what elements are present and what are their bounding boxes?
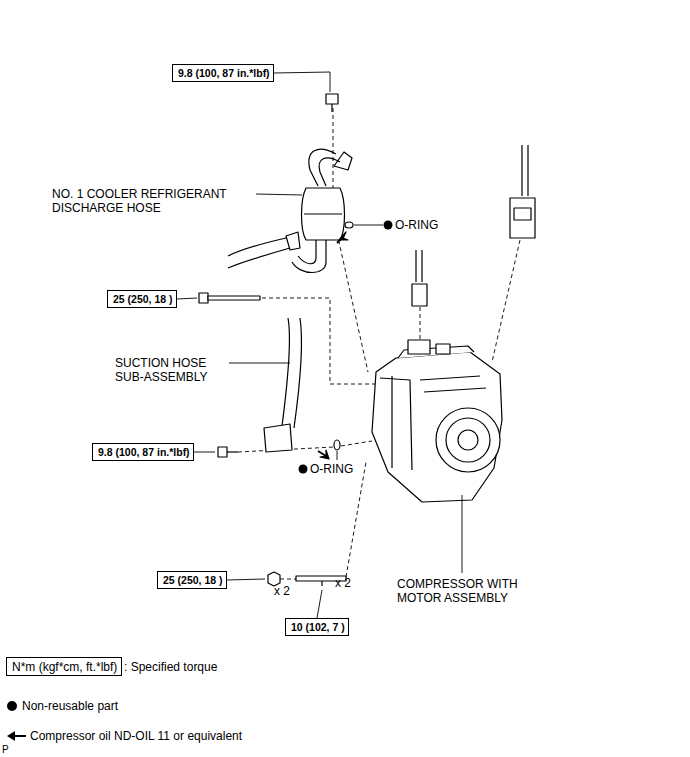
part-name: NO. 1 COOLER REFRIGERANT DISCHARGE HOSE	[52, 187, 252, 215]
torque-value: 25 (250, 18 )	[113, 293, 171, 307]
quantity-label: x 2	[274, 584, 290, 598]
leader-line	[317, 590, 322, 618]
legend-torque-box: N*m (kgf*cm, ft.*lbf)	[6, 657, 122, 676]
torque-value: 9.8 (100, 87 in.*lbf)	[98, 446, 188, 460]
quantity-label: x 2	[335, 576, 351, 590]
torque-box: 10 (102, 7 )	[285, 618, 349, 636]
legend-entry: : Specified torque	[124, 660, 217, 674]
torque-box: 9.8 (100, 87 in.*lbf)	[92, 443, 194, 461]
figure-code: P	[2, 743, 9, 757]
legend-text: : Specified torque	[124, 660, 217, 674]
legend-entry: Compressor oil ND-OIL 11 or equivalent	[30, 729, 242, 743]
leader-line	[256, 194, 302, 195]
leader-line	[229, 363, 290, 364]
leader-line	[274, 72, 330, 92]
legend-text: Non-reusable part	[22, 699, 118, 713]
torque-value: 9.8 (100, 87 in.*lbf)	[178, 67, 268, 81]
torque-value: 10 (102, 7 )	[291, 621, 343, 635]
legend-text: Compressor oil ND-OIL 11 or equivalent	[30, 729, 242, 743]
leader-line	[177, 298, 197, 299]
leader-line	[194, 452, 215, 453]
torque-box: 9.8 (100, 87 in.*lbf)	[172, 64, 274, 82]
part-name: O-RING	[395, 218, 438, 232]
legend-entry: Non-reusable part	[22, 699, 118, 713]
torque-value: 25 (250, 18 )	[163, 574, 221, 588]
torque-value: N*m (kgf*cm, ft.*lbf)	[12, 660, 116, 675]
part-name: O-RING	[310, 462, 353, 476]
part-name: COMPRESSOR WITH MOTOR ASSEMBLY	[397, 577, 547, 605]
torque-box: 25 (250, 18 )	[107, 290, 177, 308]
part-name: SUCTION HOSE SUB-ASSEMBLY	[115, 356, 225, 384]
leader-line	[227, 579, 265, 580]
torque-box: 25 (250, 18 )	[157, 571, 227, 589]
